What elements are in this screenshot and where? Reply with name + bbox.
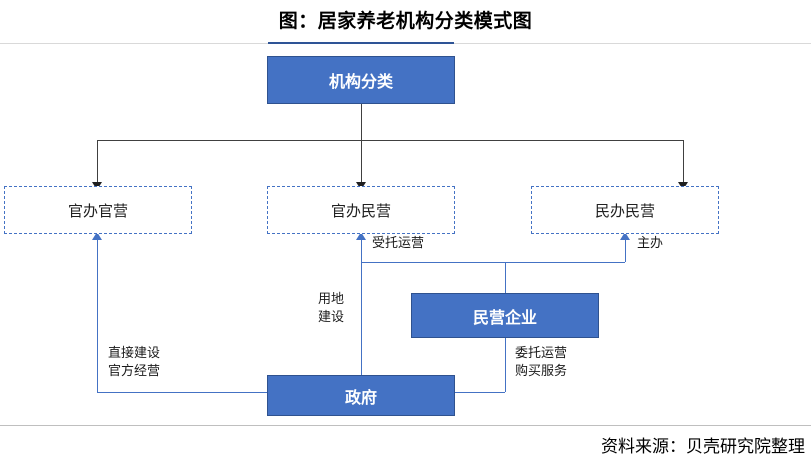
edge-label-commissioned-operation: 委托运营 购买服务 bbox=[515, 344, 567, 380]
node-root-label: 机构分类 bbox=[328, 74, 393, 91]
connector-gov-to-enterprise-v bbox=[505, 338, 506, 392]
connector-drop-center bbox=[361, 140, 362, 184]
connector-drop-right bbox=[683, 140, 684, 184]
connector-root-bus bbox=[97, 140, 684, 141]
title-divider-accent bbox=[268, 42, 454, 44]
edge-label-entrusted-operation: 受托运营 bbox=[372, 235, 425, 250]
source-note: 资料来源：贝壳研究院整理 bbox=[601, 437, 805, 456]
connector-gov-to-gov-priv-v bbox=[361, 240, 362, 375]
arrowhead-up-priv-priv-icon bbox=[620, 232, 630, 240]
node-gov-priv[interactable]: 官办民营 bbox=[267, 186, 455, 234]
footer-divider bbox=[0, 425, 811, 426]
node-gov-gov-label: 官办官营 bbox=[67, 202, 128, 220]
edge-label-direct-line1: 直接建设 bbox=[108, 345, 161, 360]
edge-label-land-line1: 用地 bbox=[318, 291, 345, 306]
node-root[interactable]: 机构分类 bbox=[267, 56, 455, 104]
connector-gov-to-enterprise-h bbox=[455, 392, 505, 393]
node-enterprise[interactable]: 民营企业 bbox=[411, 293, 599, 338]
connector-enterprise-stem bbox=[505, 262, 506, 293]
connector-gov-to-gov-gov-h bbox=[97, 392, 268, 393]
node-priv-priv[interactable]: 民办民营 bbox=[531, 186, 719, 234]
node-government-label: 政府 bbox=[344, 389, 377, 407]
edge-label-commission-line1: 委托运营 bbox=[515, 345, 568, 360]
node-government[interactable]: 政府 bbox=[267, 375, 455, 416]
edge-label-commission-line2: 购买服务 bbox=[515, 363, 568, 378]
connector-enterprise-bus bbox=[361, 262, 625, 263]
connector-gov-to-gov-gov-v bbox=[97, 240, 98, 392]
connector-drop-left bbox=[97, 140, 98, 184]
edge-label-direct-line2: 官方经营 bbox=[108, 363, 161, 378]
connector-enterprise-to-priv-priv-v bbox=[625, 240, 626, 262]
edge-label-sponsor: 主办 bbox=[637, 235, 664, 250]
edge-label-land: 用地 建设 bbox=[318, 290, 344, 326]
node-priv-priv-label: 民办民营 bbox=[594, 202, 655, 220]
node-gov-priv-label: 官办民营 bbox=[330, 202, 391, 220]
edge-label-direct-construction: 直接建设 官方经营 bbox=[108, 344, 160, 380]
edge-label-land-line2: 建设 bbox=[318, 309, 345, 324]
node-enterprise-label: 民营企业 bbox=[472, 309, 537, 327]
page-title: 图：居家养老机构分类模式图 bbox=[278, 11, 533, 32]
connector-root-stem bbox=[361, 104, 362, 140]
node-gov-gov[interactable]: 官办官营 bbox=[4, 186, 192, 234]
arrowhead-up-gov-priv-icon bbox=[356, 232, 366, 240]
arrowhead-up-gov-gov-icon bbox=[92, 232, 102, 240]
